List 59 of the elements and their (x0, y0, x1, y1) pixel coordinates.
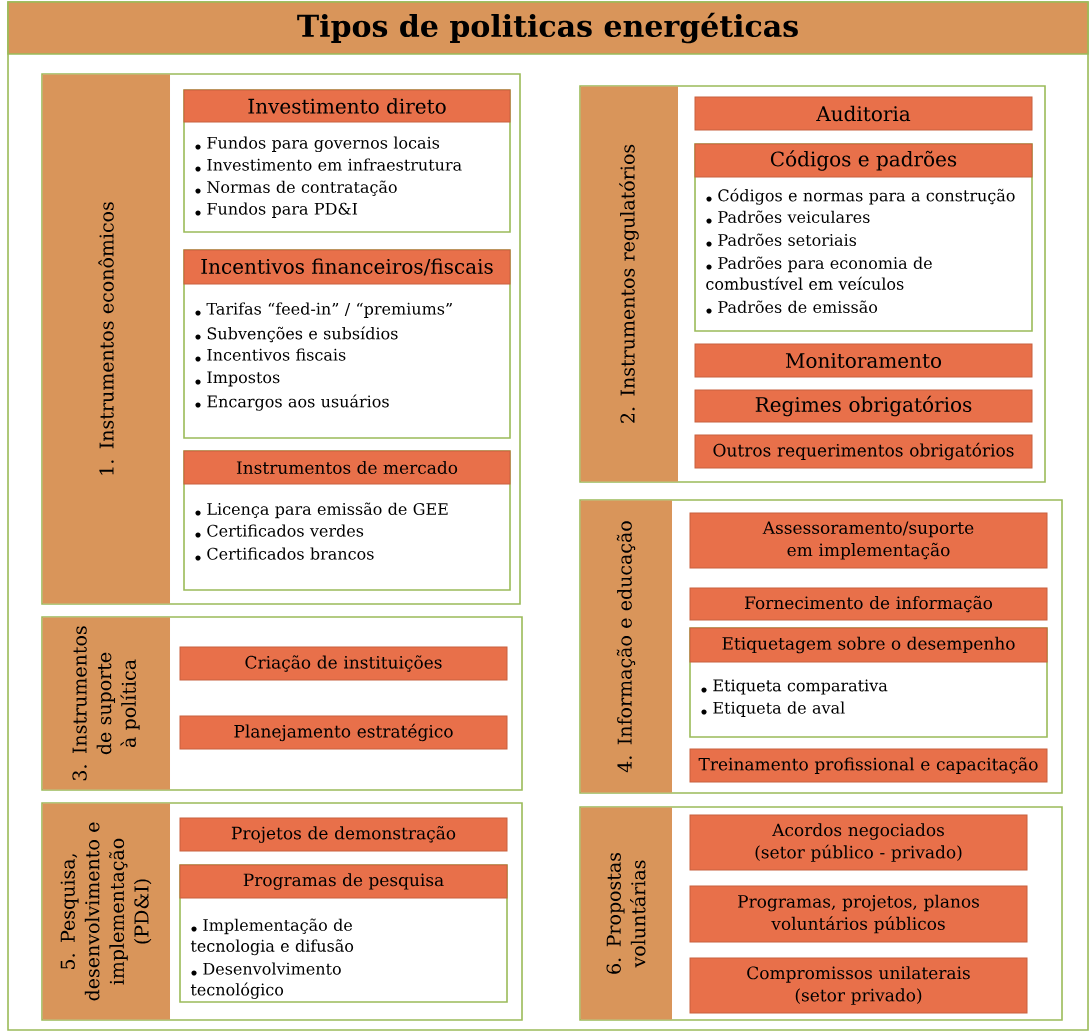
bullet-item: Padrões setoriais (706, 233, 857, 247)
bullet-item: Encargos aos usuários (195, 394, 389, 411)
bullet-item: Incentivos fiscais (195, 348, 346, 362)
bullet-item: Desenvolvimento tecnológico (190, 962, 341, 999)
bullet-item: Tarifas “feed-in” / “premiums” (195, 302, 452, 318)
header-bar: Programas de pesquisa (179, 864, 508, 899)
bullet-item: Impostos (195, 371, 280, 387)
bullet-item: Normas de contratação (195, 180, 397, 196)
bullet-item: Licença para emissão de GEE (195, 502, 448, 519)
list-box (179, 864, 508, 1003)
bullet-item: Fundos para governos locais (195, 136, 440, 153)
bullet-item: Etiqueta de aval (701, 701, 845, 717)
category-bar: Fornecimento de informação (689, 587, 1048, 621)
list-box (183, 249, 511, 439)
section-panel (579, 85, 1046, 483)
list-box (689, 627, 1048, 738)
category-bar: Projetos de demonstração (179, 817, 508, 852)
bullet-item: Padrões para economia de combustível em veículos (706, 256, 932, 290)
bullet-item: Códigos e normas para a construção (706, 188, 1015, 205)
bullet-item: Etiqueta comparativa (701, 679, 888, 695)
category-bar: Monitoramento (694, 343, 1033, 378)
category-bar: Programas, projetos, planos voluntários públicos (689, 885, 1028, 943)
title-banner: Tipos de politicas energéticas (7, 1, 1089, 55)
section-panel (579, 499, 1063, 794)
section-panel (41, 616, 523, 791)
side-band: 4. Informação e educação (580, 500, 672, 793)
header-bar: Instrumentos de mercado (183, 450, 511, 485)
side-band: 3. Instrumentos de suporte à política (42, 617, 170, 790)
list-box (183, 89, 511, 233)
bullet-item: Fundos para PD&I (195, 202, 358, 218)
header-bar: Investimento direto (183, 89, 511, 123)
bullet-item: Padrões de emissão (706, 300, 878, 314)
side-band: 1. Instrumentos econômicos (42, 74, 170, 604)
bullet-item: Certificados verdes (195, 524, 364, 538)
bullet-item: Subvenções e subsídios (195, 326, 398, 343)
section-panel (41, 73, 521, 605)
category-bar: Treinamento profissional e capacitação (689, 748, 1048, 783)
section-panel (579, 806, 1063, 1021)
category-bar: Criação de instituições (179, 646, 508, 681)
header-bar: Códigos e padrões (694, 143, 1033, 178)
category-bar: Planejamento estratégico (179, 715, 508, 750)
bullet-item: Padrões veiculares (706, 210, 870, 224)
category-bar: Compromissos unilaterais (setor privado) (689, 957, 1028, 1014)
category-bar: Regimes obrigatórios (694, 389, 1033, 423)
header-bar: Etiquetagem sobre o desempenho (689, 627, 1048, 663)
bullet-item: Certificados brancos (195, 547, 374, 561)
list-box (183, 450, 511, 591)
category-bar: Outros requerimentos obrigatórios (694, 434, 1033, 469)
side-band: 2. Instrumentos regulatórios (580, 86, 678, 482)
bullet-item: Investimento em infraestrutura (195, 158, 462, 172)
side-band: 6. Propostas voluntárias (580, 807, 672, 1020)
bullet-item: Implementação de tecnologia e difusão (190, 918, 354, 956)
side-band: 5. Pesquisa, desenvolvimento e implementação (PD&I) (42, 803, 170, 1020)
header-bar: Incentivos financeiros/fiscais (183, 249, 511, 285)
category-bar: Assessoramento/suporte em implementação (689, 512, 1048, 569)
category-bar: Acordos negociados (setor público - privado) (689, 814, 1028, 871)
section-panel (41, 802, 523, 1021)
list-box (694, 143, 1033, 332)
category-bar: Auditoria (694, 96, 1033, 131)
